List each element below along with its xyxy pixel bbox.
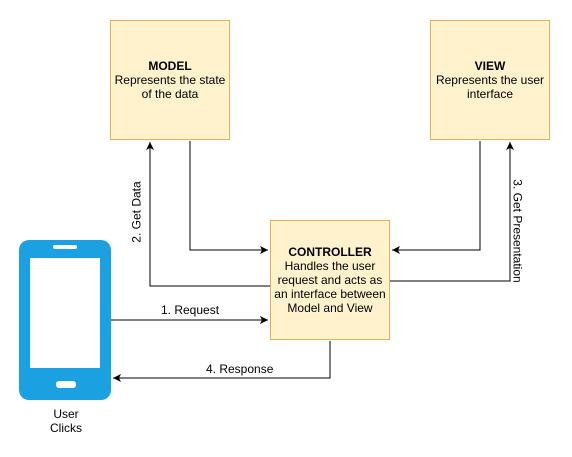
model-desc-line2: of the data — [141, 87, 199, 101]
edge-label-request: 1. Request — [161, 303, 220, 317]
edge-response — [113, 341, 331, 382]
user-label: User Clicks — [40, 407, 92, 435]
user-label-line2: Clicks — [50, 421, 82, 435]
controller-line2: request and acts as — [277, 273, 383, 287]
edge-get-data — [146, 142, 270, 287]
model-title: MODEL — [148, 59, 192, 73]
controller-line1: Handles the user — [284, 259, 376, 273]
view-desc-line1: Represents the user — [435, 73, 545, 87]
edge-label-get-presentation: 3. Get Presentation — [510, 179, 525, 283]
edge-get-presentation — [390, 142, 514, 282]
edge-model-to-controller — [189, 141, 268, 254]
model-box: MODEL Represents the state of the data — [110, 20, 230, 140]
model-desc-line1: Represents the state — [114, 73, 226, 87]
edge-label-get-data: 2. Get Data — [129, 181, 144, 243]
view-box: VIEW Represents the user interface — [430, 20, 550, 140]
view-title: VIEW — [474, 59, 506, 73]
edge-view-to-controller — [392, 141, 481, 254]
user-label-line1: User — [53, 407, 79, 421]
smartphone-icon — [19, 240, 111, 400]
controller-title: CONTROLLER — [288, 245, 372, 259]
controller-line4: Model and View — [287, 301, 373, 315]
edge-label-response: 4. Response — [206, 362, 274, 376]
controller-line3: an interface between — [274, 287, 386, 301]
view-desc-line2: interface — [466, 87, 514, 101]
controller-box: CONTROLLER Handles the user request and … — [270, 220, 390, 340]
